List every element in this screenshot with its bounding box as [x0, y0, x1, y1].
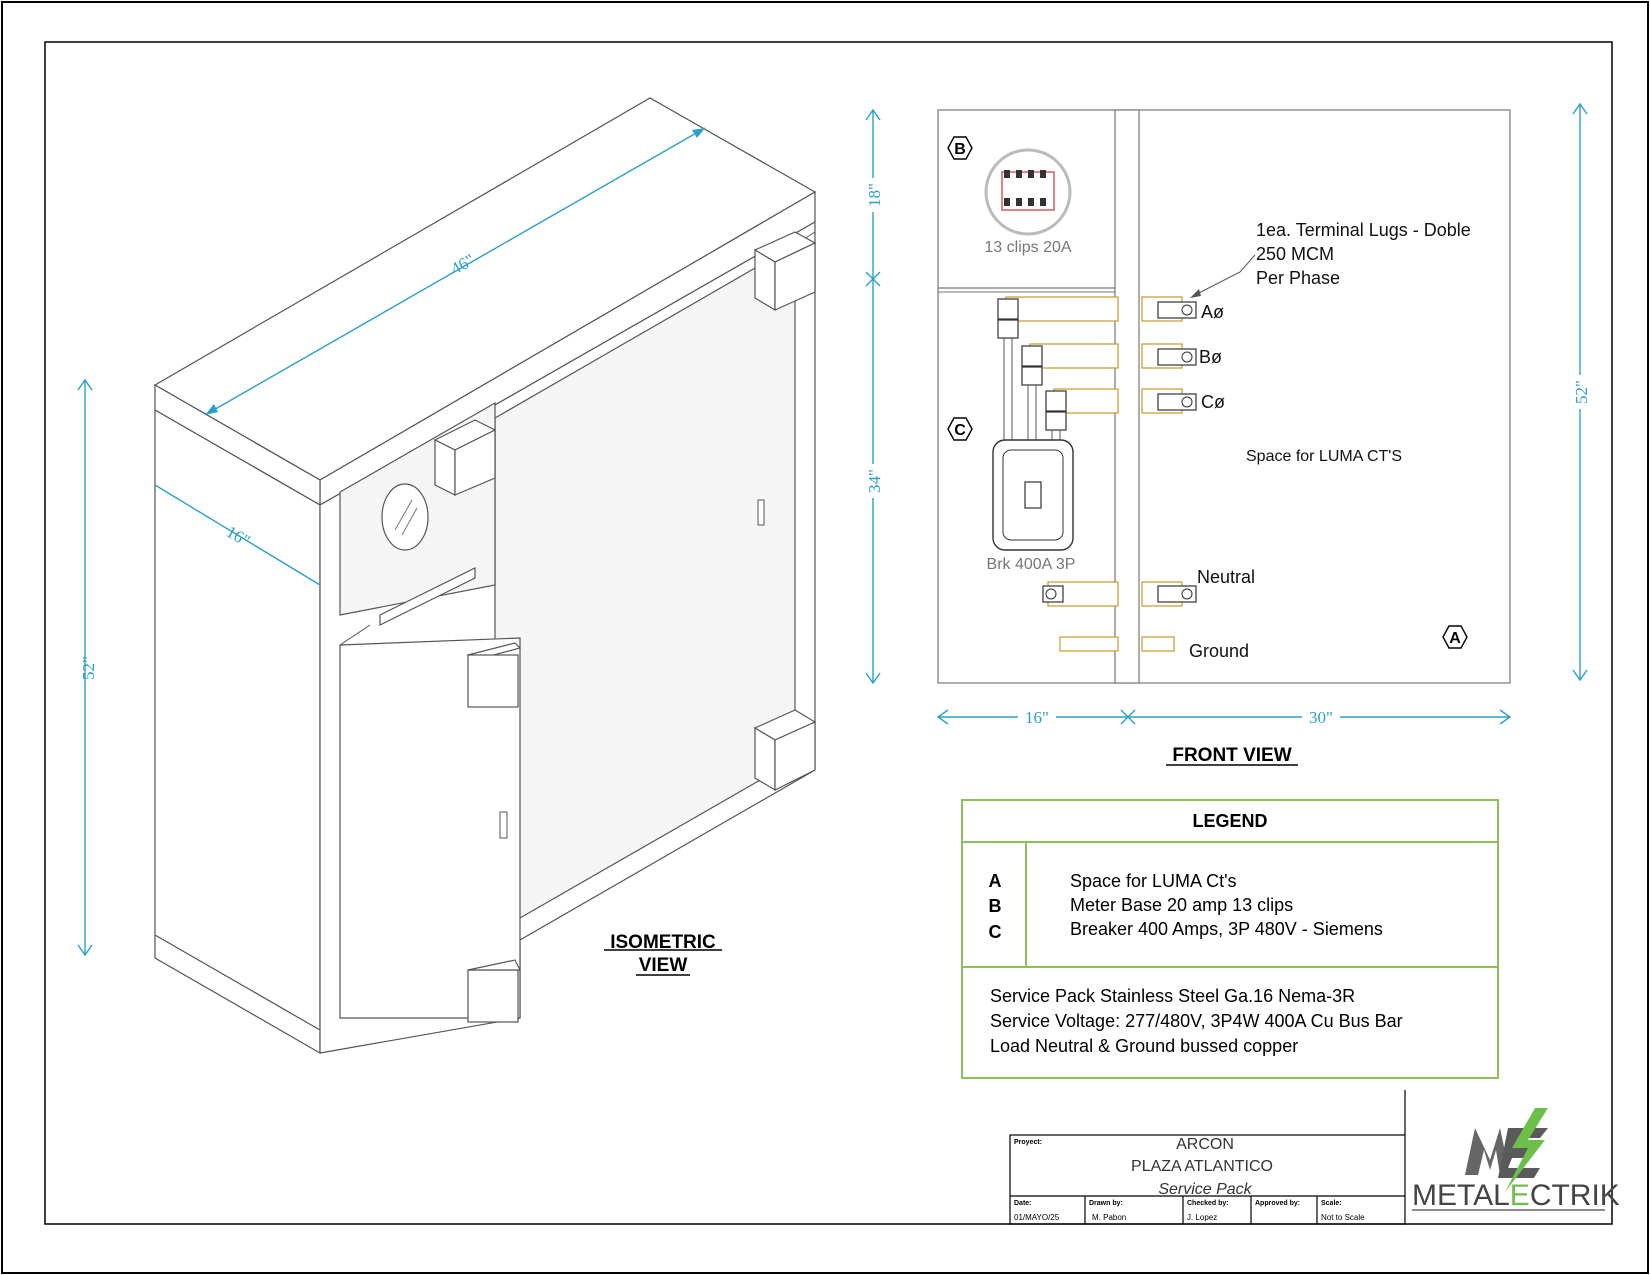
tb-checked-label: Checked by:: [1187, 1200, 1229, 1207]
lugs-note-line2: 250 MCM: [1256, 244, 1334, 264]
tb-date: 01/MAYO/25: [1014, 1213, 1060, 1222]
legend-key-c: C: [989, 922, 1002, 942]
legend-text-b: Meter Base 20 amp 13 clips: [1070, 895, 1293, 915]
tb-scale: Not to Scale: [1321, 1213, 1365, 1222]
tb-scale-label: Scale:: [1321, 1200, 1342, 1207]
neutral-label: Neutral: [1197, 567, 1255, 587]
legend-text-c: Breaker 400 Amps, 3P 480V - Siemens: [1070, 919, 1383, 939]
tb-date-label: Date:: [1014, 1200, 1032, 1207]
front-divider: [1114, 109, 1140, 684]
breaker-handle: [1024, 481, 1042, 509]
legend-box: [961, 799, 1499, 1079]
tb-drawn-label: Drawn by:: [1089, 1200, 1123, 1207]
tb-checked: J. Lopez: [1187, 1213, 1217, 1222]
front-dim-top: 18": [865, 183, 884, 207]
lugs-note-line1: 1ea. Terminal Lugs - Doble: [1256, 220, 1471, 240]
iso-door-handle: [499, 811, 508, 839]
iso-title-line2: VIEW: [639, 955, 688, 976]
tb-drawn: M. Pabon: [1092, 1213, 1126, 1222]
metalectrik-logo: [1412, 1108, 1605, 1211]
front-view: [865, 102, 1588, 725]
iso-dim-depth-line: [154, 484, 321, 586]
front-dim-middle: 34": [865, 469, 884, 493]
iso-side-face: [154, 408, 321, 1055]
iso-dim-width-line: [204, 127, 706, 416]
phase-a-label: Aø: [1201, 302, 1224, 322]
tag-a: [1442, 625, 1468, 649]
phase-c-label: Cø: [1201, 392, 1225, 412]
meter-base: [984, 148, 1072, 236]
legend-text-a: Space for LUMA Ct's: [1070, 871, 1237, 891]
isometric-view: [77, 97, 817, 1055]
ground-label: Ground: [1189, 641, 1249, 661]
legend-note-2: Service Voltage: 277/480V, 3P4W 400A Cu …: [990, 1011, 1403, 1031]
front-dim-right-width: 30": [1309, 708, 1333, 727]
tag-c-label: C: [954, 422, 966, 439]
tb-approved-label: Approved by:: [1255, 1200, 1300, 1207]
legend-title: LEGEND: [1192, 811, 1267, 831]
iso-open-door: [339, 637, 521, 1019]
legend-note-1: Service Pack Stainless Steel Ga.16 Nema-…: [990, 986, 1355, 1006]
logo-text-c: CTRIK: [1530, 1179, 1620, 1212]
legend-key-b: B: [989, 896, 1002, 916]
tb-project-label: Proyect:: [1014, 1139, 1042, 1146]
logo-text-b: E: [1510, 1179, 1530, 1212]
iso-title-line1: ISOMETRIC: [610, 932, 716, 953]
tag-b: [947, 136, 973, 160]
tag-c: [947, 417, 973, 441]
iso-dim-height: 52": [79, 656, 98, 680]
tb-project-line1: ARCON: [1176, 1136, 1234, 1153]
phase-b-label: Bø: [1199, 347, 1222, 367]
tb-project-line3: Service Pack: [1158, 1181, 1252, 1198]
logo-text: METALECTRIK: [1412, 1179, 1620, 1212]
legend-key-a: A: [989, 871, 1002, 891]
front-dim-left-width: 16": [1025, 708, 1049, 727]
tag-a-label: A: [1449, 630, 1461, 647]
iso-corner-blocks: [433, 231, 817, 1023]
breaker-label: Brk 400A 3P: [987, 556, 1076, 573]
iso-meter-glass: [381, 483, 429, 551]
tag-b-label: B: [954, 141, 966, 158]
ct-space-label: Space for LUMA CT'S: [1246, 448, 1402, 465]
front-dim-right-label: 52": [1572, 380, 1591, 404]
iso-right-handle: [757, 499, 765, 526]
lugs-note-line3: Per Phase: [1256, 268, 1340, 288]
legend-note-3: Load Neutral & Ground bussed copper: [990, 1036, 1298, 1056]
tb-project-line2: PLAZA ATLANTICO: [1131, 1158, 1273, 1175]
title-block: [1009, 1090, 1406, 1225]
front-view-title: FRONT VIEW: [1172, 745, 1291, 766]
sheet-inner-border: [44, 41, 1613, 1225]
logo-text-a: METAL: [1412, 1179, 1510, 1212]
meter-label: 13 clips 20A: [984, 239, 1071, 256]
